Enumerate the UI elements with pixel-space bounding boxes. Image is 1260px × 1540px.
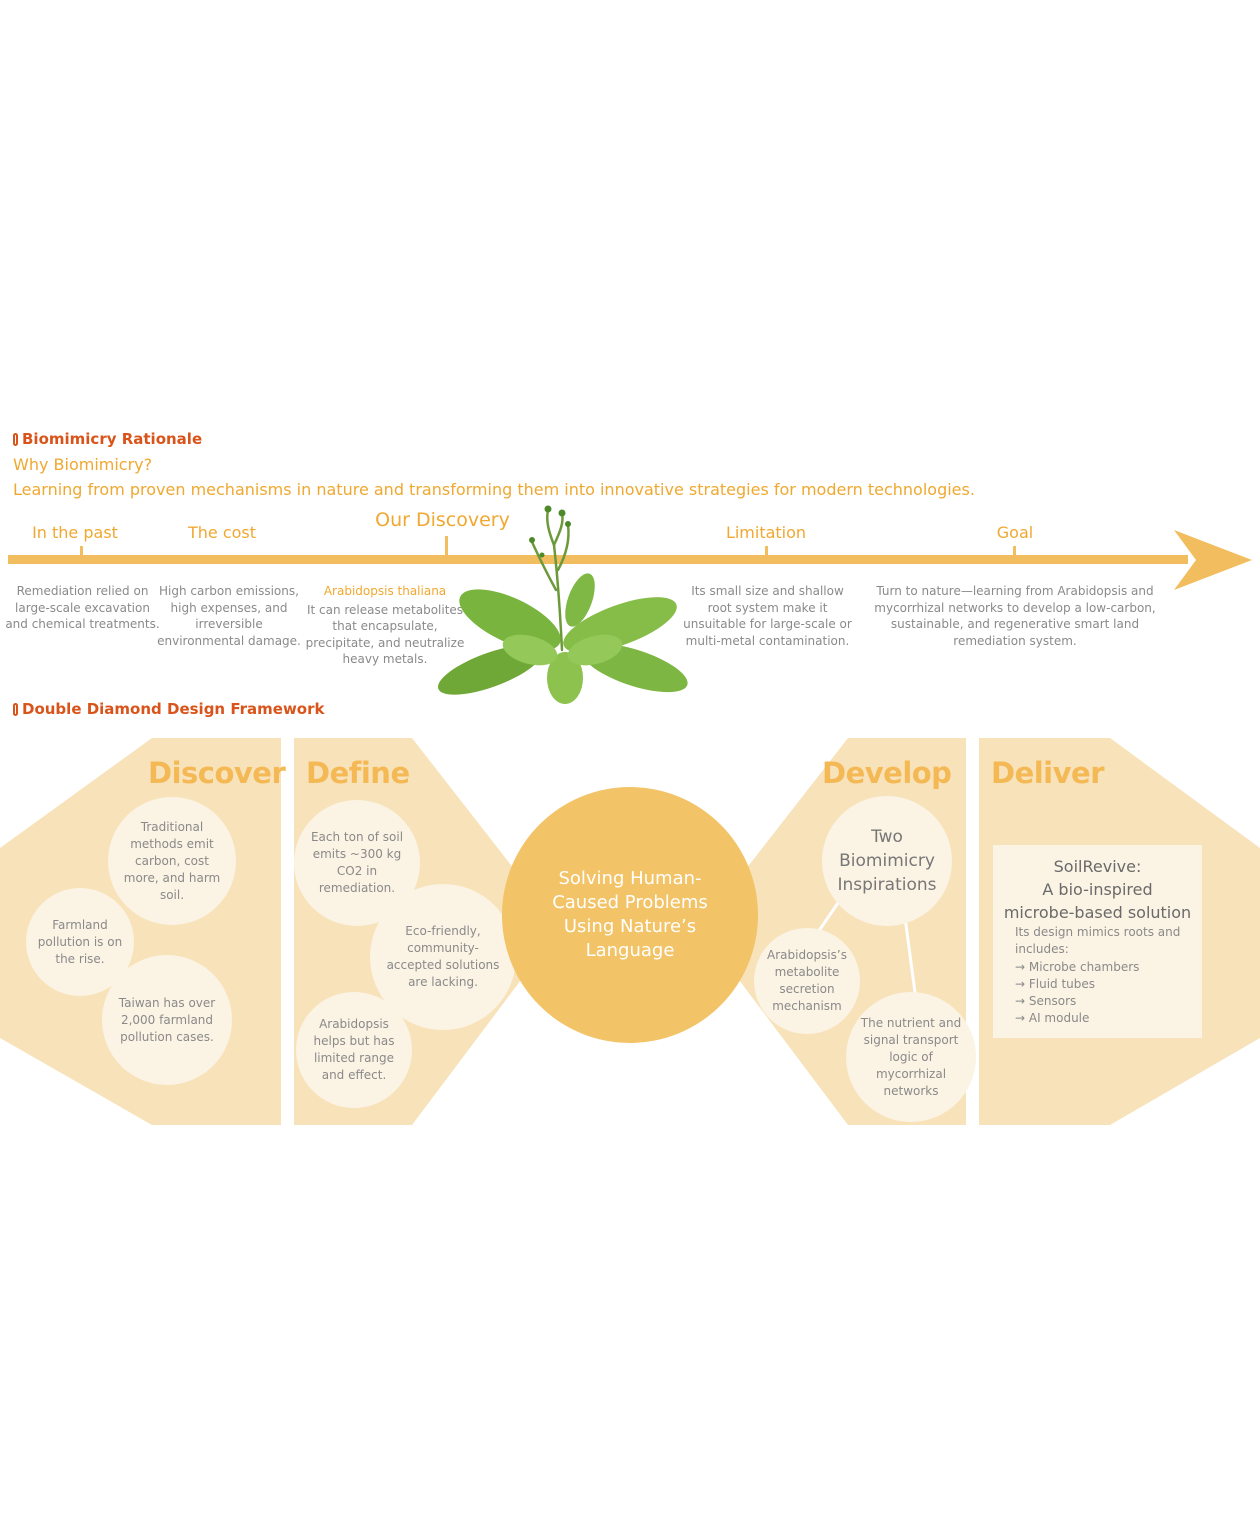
desc-line: remediation system. [953, 633, 1077, 648]
develop-bubble-inspirations: Two Biomimicry Inspirations [822, 796, 952, 926]
rationale-question: Why Biomimicry? [13, 455, 153, 474]
desc-line: high expenses, and [170, 600, 288, 615]
species-name: Arabidopsis thaliana [323, 584, 447, 598]
develop-bubble-metabolite: Arabidopsis’s metabolite secretion mecha… [754, 928, 860, 1034]
center-problem-circle: Solving Human-Caused Problems Using Natu… [502, 787, 758, 1043]
timeline-tick-limitation [765, 546, 768, 560]
timeline-label-cost: The cost [187, 523, 257, 542]
rationale-heading-text: Biomimicry Rationale [22, 430, 203, 448]
desc-line: Remediation relied on [16, 584, 149, 598]
desc-line: It can release metabolites [306, 602, 464, 617]
phase-title-discover: Discover [148, 756, 286, 790]
timeline-desc-discovery: Arabidopsis thaliana It can release meta… [300, 583, 470, 668]
desc-line: precipitate, and neutralize [305, 635, 465, 650]
discover-bubble-taiwan: Taiwan has over 2,000 farmland pollution… [102, 955, 232, 1085]
timeline-label-past: In the past [32, 523, 118, 542]
timeline-tick-discovery [445, 536, 448, 560]
define-bubble-eco: Eco-friendly, community-accepted solutio… [370, 884, 516, 1030]
desc-line: unsuitable for large-scale or [683, 617, 852, 631]
pill-icon [13, 702, 18, 716]
discover-bubble-methods: Traditional methods emit carbon, cost mo… [108, 797, 236, 925]
timeline-arrow [8, 530, 1252, 590]
phase-title-define: Define [306, 756, 410, 790]
rationale-statement: Learning from proven mechanisms in natur… [13, 480, 975, 499]
discover-bubble-farmland: Farmland pollution is on the rise. [26, 888, 134, 996]
framework-heading-text: Double Diamond Design Framework [22, 700, 325, 718]
phase-title-deliver: Deliver [991, 756, 1105, 790]
phase-title-develop: Develop [822, 756, 952, 790]
desc-line: environmental damage. [157, 633, 301, 648]
timeline-tick-past [80, 546, 83, 560]
solution-intro-line: includes: [1015, 942, 1069, 957]
component-item: → Microbe chambers [1015, 959, 1140, 974]
timeline-desc-cost: High carbon emissions, high expenses, an… [155, 583, 303, 649]
timeline-desc-limitation: Its small size and shallow root system m… [680, 583, 855, 649]
component-item: → Fluid tubes [1015, 976, 1096, 991]
desc-line: sustainable, and regenerative smart land [890, 617, 1140, 631]
solution-intro-line: Its design mimics roots and [1015, 925, 1181, 939]
solution-title-line: microbe-based solution [1003, 903, 1192, 922]
solution-details: Its design mimics roots and includes: → … [993, 924, 1202, 1028]
component-item: → Sensors [1015, 994, 1077, 1009]
solution-title: SoilRevive: A bio-inspired microbe-based… [993, 845, 1202, 924]
desc-line: irreversible [195, 617, 263, 631]
desc-line: heavy metals. [342, 652, 428, 666]
rationale-heading: Biomimicry Rationale [13, 430, 202, 448]
timeline-tick-goal [1013, 546, 1016, 560]
define-bubble-arabidopsis: Arabidopsis helps but has limited range … [296, 992, 412, 1108]
timeline-label-goal: Goal [996, 523, 1034, 542]
timeline-desc-goal: Turn to nature—learning from Arabidopsis… [870, 583, 1160, 649]
solution-title-line: SoilRevive: [1053, 857, 1142, 876]
timeline-label-discovery: Our Discovery [375, 509, 510, 531]
desc-line: and chemical treatments. [5, 617, 160, 631]
desc-line: multi-metal contamination. [685, 633, 850, 648]
desc-line: large-scale excavation [15, 600, 150, 615]
pill-icon [13, 432, 18, 446]
solution-title-line: A bio-inspired [1042, 880, 1153, 899]
arabidopsis-plant-illustration [437, 505, 688, 704]
desc-line: that encapsulate, [332, 619, 438, 633]
component-item: → AI module [1015, 1011, 1090, 1026]
timeline-label-limitation: Limitation [725, 523, 807, 542]
timeline-desc-past: Remediation relied on large-scale excava… [5, 583, 160, 633]
framework-heading: Double Diamond Design Framework [13, 700, 324, 718]
desc-line: mycorrhizal networks to develop a low-ca… [874, 600, 1156, 615]
deliver-solution-card: SoilRevive: A bio-inspired microbe-based… [993, 845, 1202, 1038]
desc-line: Turn to nature—learning from Arabidopsis… [876, 584, 1154, 598]
desc-line: root system make it [707, 600, 828, 615]
desc-line: High carbon emissions, [159, 584, 299, 598]
develop-bubble-mycorrhizal: The nutrient and signal transport logic … [846, 992, 976, 1122]
desc-line: Its small size and shallow [691, 584, 844, 598]
